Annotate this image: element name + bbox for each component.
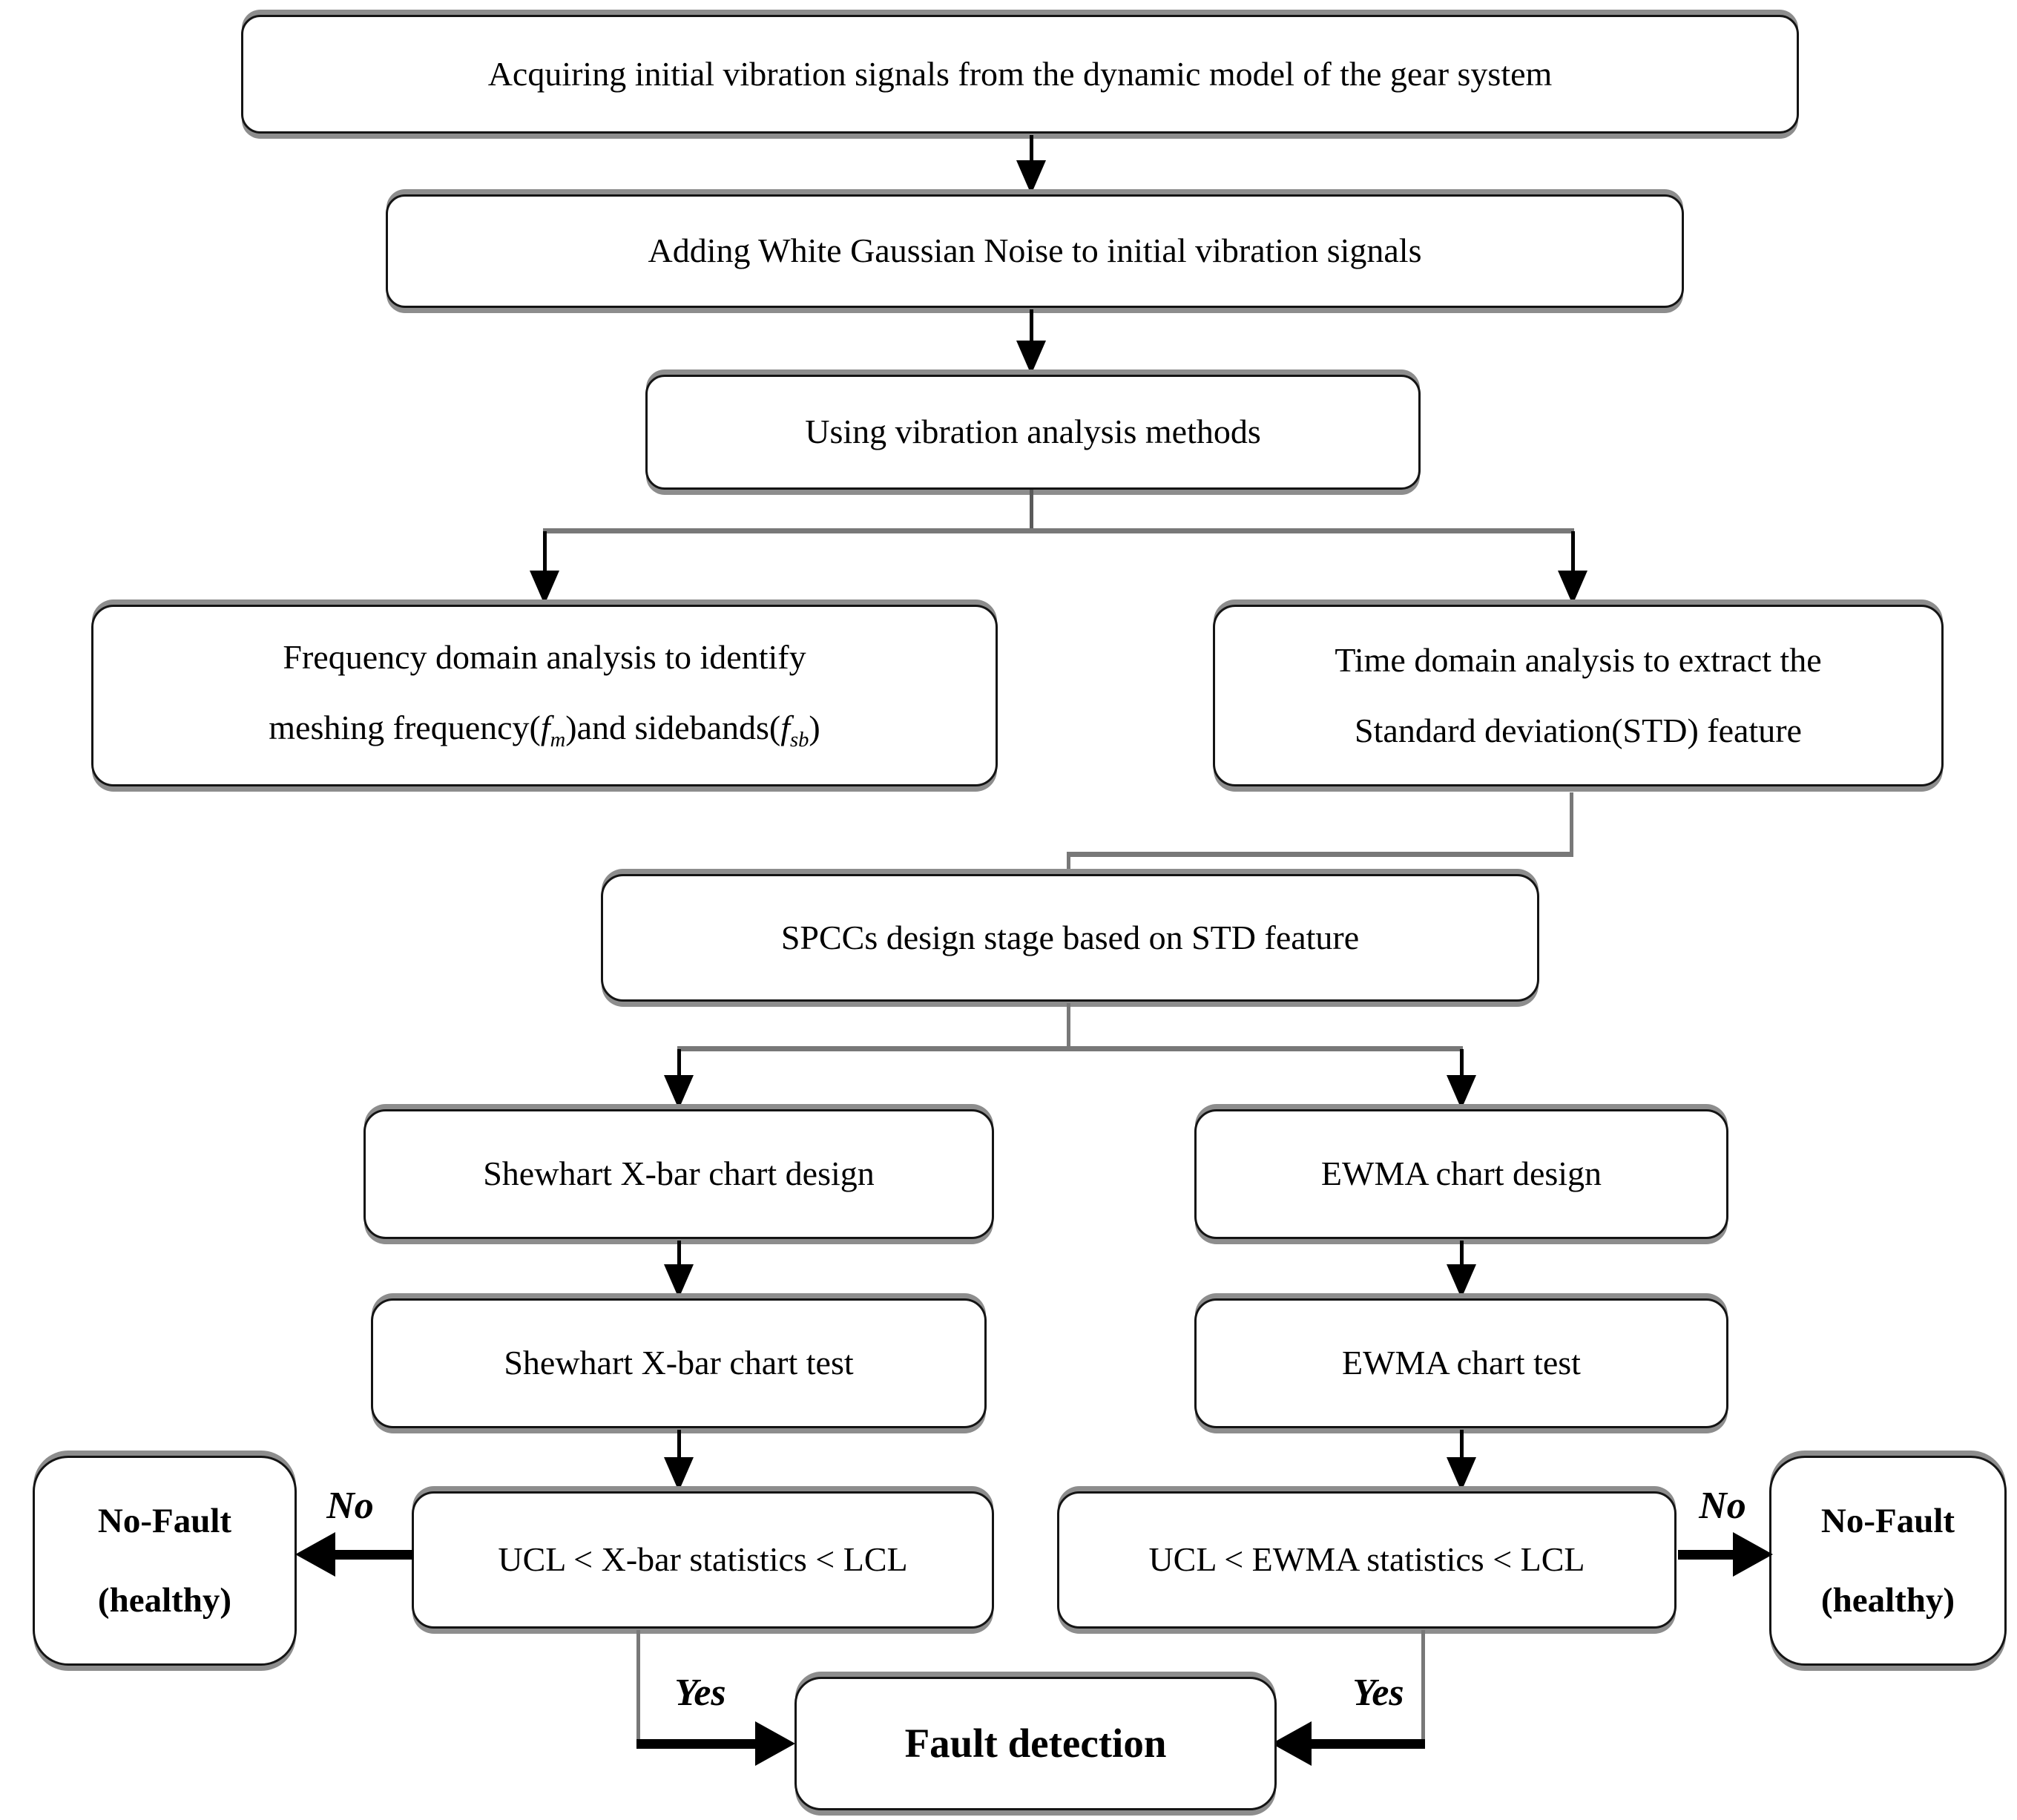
arrow-split2-right-shaft: [1460, 1049, 1464, 1077]
arrow-no-left-head: [295, 1532, 335, 1577]
connector-vibration-stub: [1030, 490, 1033, 531]
node-ewma-decision-text: UCL < EWMA statistics < LCL: [1148, 1540, 1585, 1579]
arrow-split2-right-head: [1447, 1075, 1476, 1109]
connector-yes-left-drop: [636, 1630, 640, 1741]
node-nofault-right-line1: No-Fault: [1820, 1502, 1955, 1541]
node-time-domain-line2: Standard deviation(STD) feature: [1355, 711, 1802, 749]
freq-line2-mid: )and sidebands(: [565, 708, 781, 746]
freq-line2-f2: f: [780, 708, 791, 746]
arrow-yes-left-shaft: [636, 1739, 758, 1749]
node-ewma-design-text: EWMA chart design: [1320, 1154, 1602, 1193]
arrow-no-right-shaft: [1678, 1550, 1736, 1560]
arrow-acquire-to-noise-head: [1016, 160, 1046, 194]
node-frequency-domain-line2: meshing frequency(fm)and sidebands(fsb): [269, 709, 820, 753]
arrow-yes-right-head: [1271, 1721, 1312, 1766]
freq-line2-pre: meshing frequency(: [269, 708, 541, 746]
node-spcc-design-stage: SPCCs design stage based on STD feature: [601, 874, 1539, 1002]
node-time-domain: Time domain analysis to extract the Stan…: [1213, 605, 1944, 786]
node-nofault-left: No-Fault (healthy): [33, 1456, 297, 1666]
connector-yes-right-drop: [1421, 1630, 1425, 1741]
connector-spcc-stub: [1067, 1003, 1070, 1048]
node-vibration-analysis: Using vibration analysis methods: [645, 375, 1421, 490]
node-shewhart-design: Shewhart X-bar chart design: [363, 1109, 994, 1239]
freq-line2-sub1: m: [550, 729, 566, 752]
node-nofault-left-line2: (healthy): [97, 1580, 232, 1620]
connector-split1-line: [543, 528, 1574, 533]
node-time-domain-line1: Time domain analysis to extract the: [1335, 640, 1822, 679]
arrow-yes-right-shaft: [1312, 1739, 1425, 1749]
arrow-shewhart-test-to-decision-shaft: [677, 1430, 681, 1459]
node-acquire-signals-text: Acquiring initial vibration signals from…: [487, 54, 1553, 93]
arrow-split1-left-head: [530, 571, 559, 605]
arrow-ewma-test-to-decision-shaft: [1460, 1430, 1464, 1459]
node-frequency-domain: Frequency domain analysis to identify me…: [91, 605, 998, 786]
node-nofault-left-line1: No-Fault: [97, 1502, 232, 1541]
label-yes-right: Yes: [1352, 1672, 1404, 1714]
node-ewma-test-text: EWMA chart test: [1342, 1344, 1581, 1382]
arrow-shewhart-test-to-decision-head: [664, 1457, 694, 1491]
arrow-yes-left-head: [755, 1721, 795, 1766]
arrow-ewma-test-to-decision-head: [1447, 1457, 1476, 1491]
freq-line2-post: ): [809, 708, 820, 746]
arrow-shewhart-design-to-test-shaft: [677, 1241, 681, 1266]
arrow-no-right-head: [1733, 1532, 1773, 1577]
label-no-left: No: [326, 1485, 374, 1527]
arrow-no-left-shaft: [332, 1550, 413, 1560]
label-no-right: No: [1699, 1485, 1746, 1527]
arrow-noise-to-vibration-shaft: [1030, 309, 1033, 342]
node-shewhart-design-text: Shewhart X-bar chart design: [483, 1154, 875, 1193]
arrow-shewhart-design-to-test-head: [664, 1264, 694, 1298]
connector-time-to-spcc-elbow: [1067, 852, 1573, 857]
node-fault-detection: Fault detection: [794, 1677, 1277, 1810]
node-nofault-right-line2: (healthy): [1820, 1580, 1955, 1620]
arrow-ewma-design-to-test-shaft: [1460, 1241, 1464, 1266]
freq-line2-f1: f: [540, 708, 550, 746]
node-nofault-right: No-Fault (healthy): [1769, 1456, 2007, 1666]
node-shewhart-test-text: Shewhart X-bar chart test: [504, 1344, 854, 1382]
connector-time-to-spcc-drop1: [1570, 792, 1573, 857]
node-ewma-decision: UCL < EWMA statistics < LCL: [1057, 1491, 1677, 1629]
arrow-split1-right-head: [1558, 571, 1587, 605]
arrow-split1-left-shaft: [543, 531, 547, 572]
node-add-noise: Adding White Gaussian Noise to initial v…: [386, 194, 1684, 308]
node-fault-detection-text: Fault detection: [904, 1721, 1167, 1767]
node-shewhart-test: Shewhart X-bar chart test: [371, 1298, 987, 1428]
node-ewma-design: EWMA chart design: [1194, 1109, 1728, 1239]
node-xbar-decision: UCL < X-bar statistics < LCL: [412, 1491, 994, 1629]
arrow-split2-left-shaft: [677, 1049, 681, 1077]
label-yes-left: Yes: [674, 1672, 726, 1714]
freq-line2-sub2: sb: [790, 729, 809, 752]
arrow-split2-left-head: [664, 1075, 694, 1109]
node-xbar-decision-text: UCL < X-bar statistics < LCL: [498, 1540, 908, 1579]
connector-split2-line: [677, 1046, 1463, 1051]
node-spcc-design-stage-text: SPCCs design stage based on STD feature: [780, 918, 1360, 956]
arrow-acquire-to-noise-shaft: [1030, 135, 1033, 163]
arrow-noise-to-vibration-head: [1016, 341, 1046, 375]
node-add-noise-text: Adding White Gaussian Noise to initial v…: [648, 231, 1422, 270]
node-frequency-domain-line1: Frequency domain analysis to identify: [283, 638, 806, 677]
node-acquire-signals: Acquiring initial vibration signals from…: [241, 15, 1799, 134]
node-vibration-analysis-text: Using vibration analysis methods: [805, 413, 1261, 451]
arrow-ewma-design-to-test-head: [1447, 1264, 1476, 1298]
node-ewma-test: EWMA chart test: [1194, 1298, 1728, 1428]
arrow-split1-right-shaft: [1571, 531, 1575, 572]
connector-time-to-spcc-drop2: [1067, 852, 1070, 877]
